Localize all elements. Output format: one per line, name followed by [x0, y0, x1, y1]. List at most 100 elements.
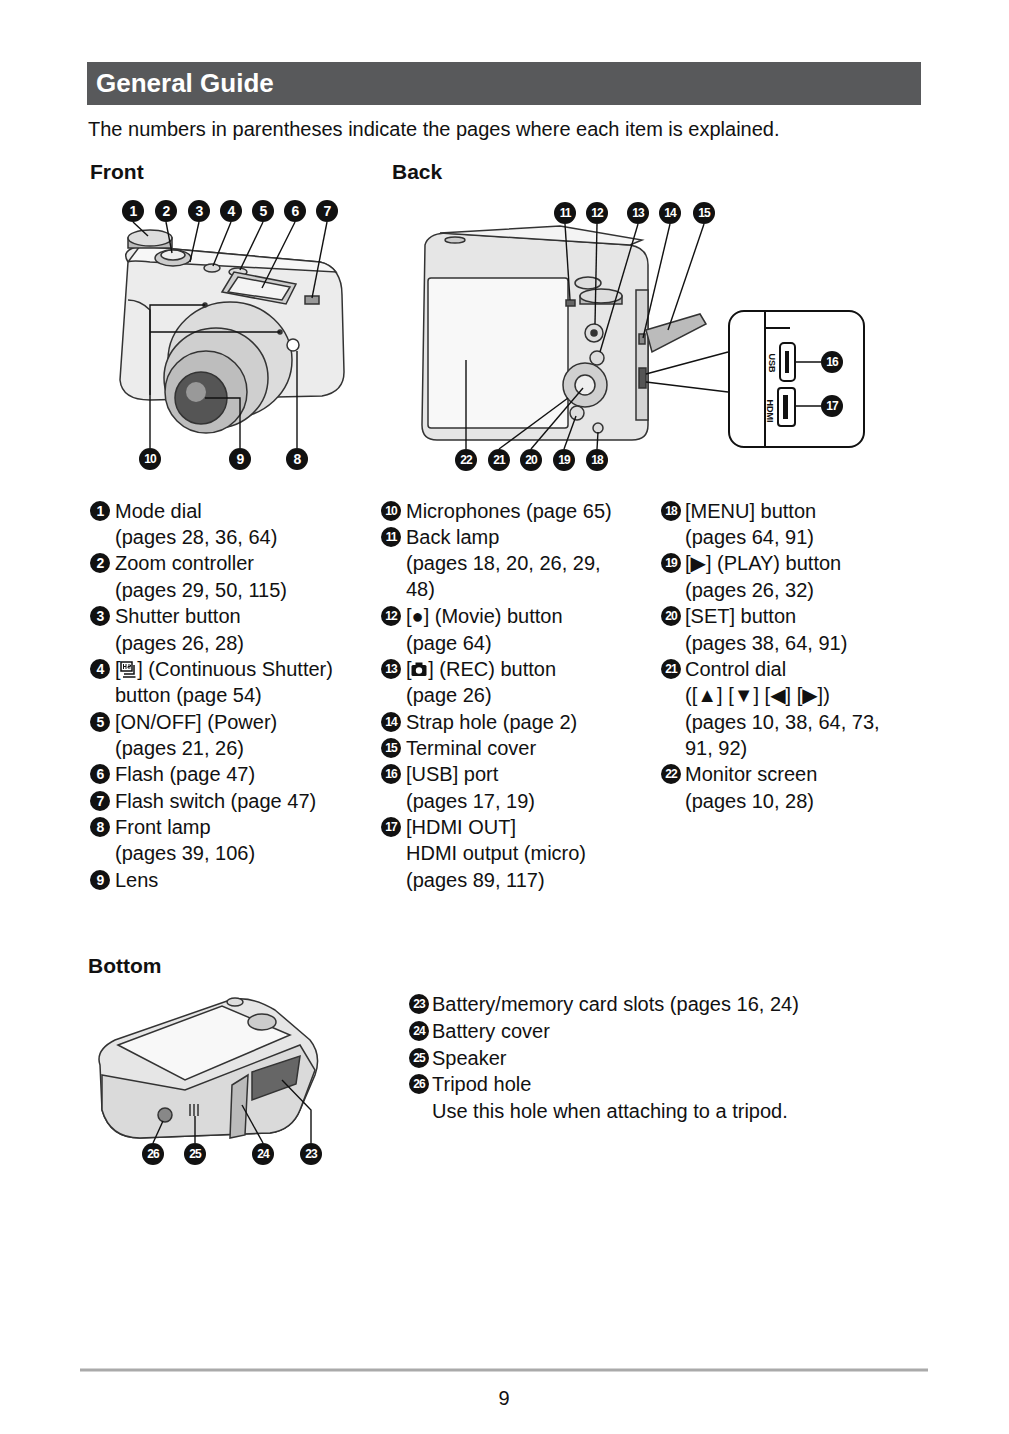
- top-plate: [440, 226, 642, 245]
- bottom-leaders: [153, 1080, 311, 1143]
- leader-line: [796, 362, 821, 406]
- item-text: (pages 10, 28): [685, 788, 814, 814]
- callout-number: 23: [300, 1143, 322, 1165]
- flash: [222, 272, 296, 304]
- callout-number: 18: [586, 449, 608, 471]
- item-text: [ ] (Continuous Shutter) button (page 54…: [115, 656, 365, 708]
- leader-line: [240, 222, 263, 270]
- callout-number: 14: [659, 202, 681, 224]
- item-text: [MENU] button: [685, 498, 816, 524]
- list-number: 10: [381, 501, 401, 521]
- item-text: Battery cover: [432, 1018, 550, 1044]
- item-text: (pages 39, 106): [115, 840, 255, 866]
- battery-cover: [230, 1075, 248, 1138]
- leader-line: [153, 1121, 163, 1143]
- inset-ports: [765, 312, 795, 446]
- inset-leader: [646, 352, 728, 392]
- item-text: (pages 26, 32): [685, 577, 814, 603]
- leader-line: [600, 224, 638, 352]
- leader-line: [668, 224, 704, 330]
- strap-mount: [445, 237, 465, 243]
- section-heading: Back: [392, 159, 442, 185]
- camera-body: [99, 999, 318, 1138]
- callout-number: 3: [188, 200, 210, 222]
- item-text: HDMI output (micro): [406, 840, 586, 866]
- item-text: Mode dial: [115, 498, 202, 524]
- play-button: [570, 406, 584, 420]
- callout-number: 16: [821, 351, 843, 373]
- rec-icon: [411, 660, 427, 678]
- list-number: 16: [381, 764, 401, 784]
- leader-line: [262, 222, 295, 288]
- back-leaders: [466, 224, 821, 449]
- list-number: 4: [90, 659, 110, 679]
- leader-line: [597, 432, 598, 449]
- leader-line: [499, 398, 568, 449]
- back-camera: [422, 226, 706, 440]
- item-text: [ON/OFF] (Power): [115, 709, 277, 735]
- back-lamp: [566, 300, 575, 306]
- callout-number: 21: [488, 449, 510, 471]
- item-text: [▶] (PLAY) button: [685, 550, 841, 576]
- front-leaders: [133, 222, 327, 448]
- section-heading: Bottom: [88, 953, 161, 979]
- menu-button: [593, 423, 603, 433]
- speaker: [190, 1104, 198, 1116]
- leader-line: [531, 388, 583, 449]
- list-number: 6: [90, 764, 110, 784]
- item-text: ([▲] [▼] [◀] [▶]): [685, 682, 830, 708]
- item-text: (pages 29, 50, 115): [115, 577, 287, 603]
- item-text: (pages 17, 19): [406, 788, 535, 814]
- item-text: (pages 89, 117): [406, 867, 545, 893]
- callout-number: 24: [252, 1143, 274, 1165]
- leader-line: [296, 351, 297, 448]
- item-text: [SET] button: [685, 603, 796, 629]
- callout-number: 26: [142, 1143, 164, 1165]
- leader-line: [150, 305, 280, 448]
- callout-number: 12: [586, 202, 608, 224]
- item-text: (pages 64, 91): [685, 524, 814, 550]
- item-text: (page 64): [406, 630, 492, 656]
- continuous-shutter-icon: [120, 660, 136, 678]
- callout-number: 11: [554, 202, 576, 224]
- callout-number: 5: [252, 200, 274, 222]
- list-number: 8: [90, 817, 110, 837]
- list-number: 5: [90, 712, 110, 732]
- callout-number: 8: [286, 448, 308, 470]
- leader-line: [312, 222, 327, 298]
- item-text: [●] (Movie) button: [406, 603, 563, 629]
- list-number: 14: [381, 712, 401, 732]
- item-text: Strap hole (page 2): [406, 709, 577, 735]
- control-dial: [248, 1014, 276, 1030]
- leader-line: [205, 398, 240, 448]
- callout-number: 25: [184, 1143, 206, 1165]
- movie-button: [585, 324, 603, 342]
- callout-number: 7: [316, 200, 338, 222]
- leader-line: [565, 224, 570, 300]
- page-title: General Guide: [96, 66, 274, 100]
- callout-number: 9: [229, 448, 251, 470]
- callout-number: 17: [821, 395, 843, 417]
- control-dial: [563, 363, 607, 407]
- item-text: Terminal cover: [406, 735, 536, 761]
- list-number: 26: [409, 1074, 429, 1094]
- inset-box: USBHDMI: [728, 310, 865, 448]
- item-text: Battery/memory card slots (pages 16, 24): [432, 991, 799, 1017]
- movie-dot: [591, 330, 597, 336]
- section-heading: Front: [90, 159, 144, 185]
- callout-number: 19: [553, 449, 575, 471]
- rec-button: [590, 351, 604, 365]
- mode-dial: [128, 230, 172, 246]
- intro-note: The numbers in parentheses indicate the …: [88, 116, 780, 142]
- list-number: 15: [381, 738, 401, 758]
- list-number: 20: [661, 606, 681, 626]
- terminal-cover: [646, 314, 706, 352]
- icon-frame: [121, 662, 132, 671]
- callout-number: 4: [220, 200, 242, 222]
- leader-line: [190, 222, 199, 262]
- item-text: [USB] port: [406, 761, 498, 787]
- item-text: Zoom controller: [115, 550, 254, 576]
- hdmi-contact: [783, 395, 788, 419]
- list-number: 18: [661, 501, 681, 521]
- port-label: USB: [767, 353, 777, 372]
